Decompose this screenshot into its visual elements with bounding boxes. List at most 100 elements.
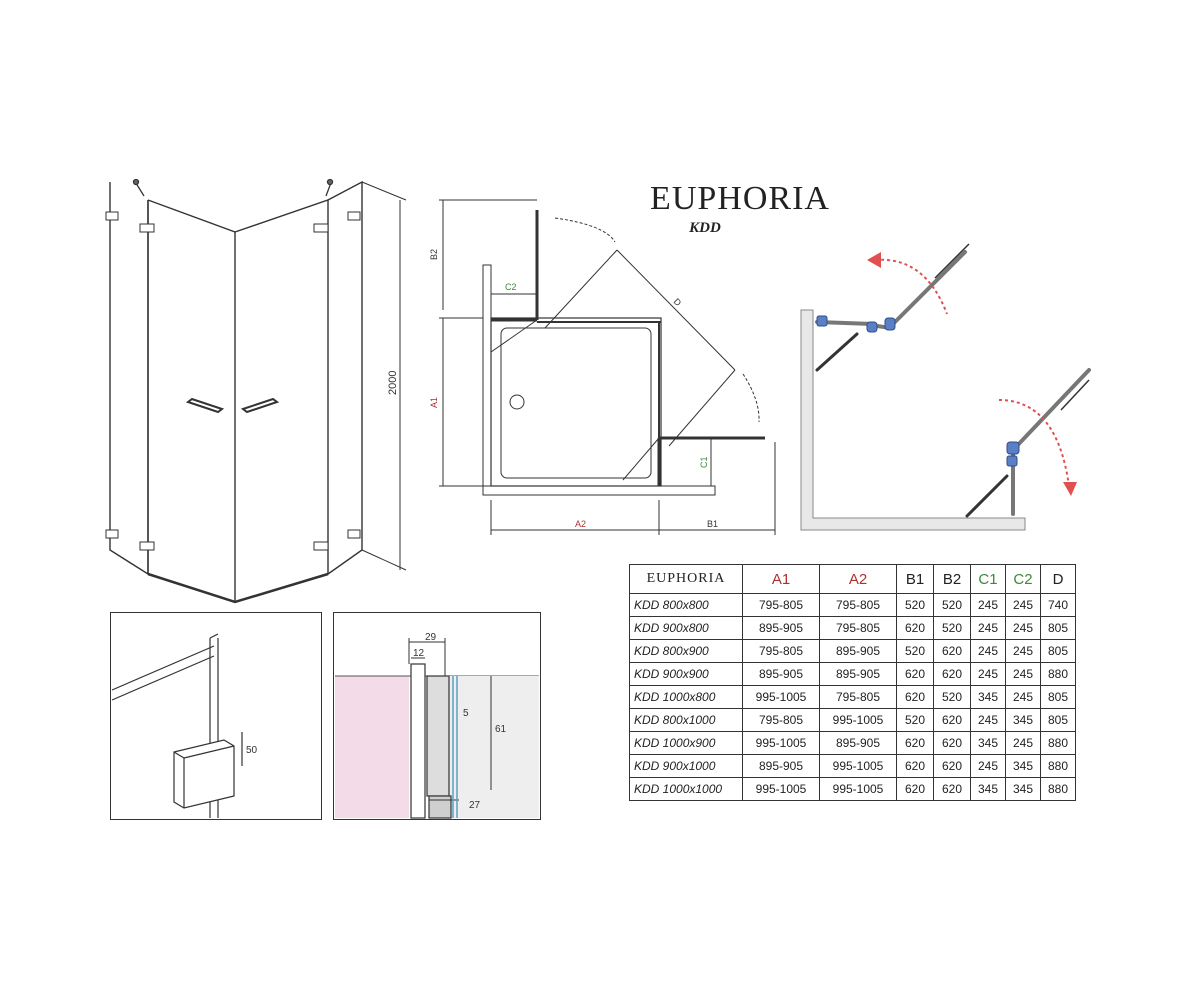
table-cell: 795-805 bbox=[819, 616, 897, 640]
table-cell: 520 bbox=[896, 708, 934, 732]
table-cell: 795-805 bbox=[819, 593, 897, 617]
col-header-d: D bbox=[1040, 564, 1076, 594]
table-cell: 880 bbox=[1040, 731, 1076, 755]
col-header-a1: A1 bbox=[742, 564, 820, 594]
col-header-b2: B2 bbox=[933, 564, 971, 594]
table-cell: 795-805 bbox=[742, 639, 820, 663]
table-cell: 245 bbox=[970, 708, 1006, 732]
table-cell: 895-905 bbox=[742, 662, 820, 686]
table-cell-model: KDD 1000x800 bbox=[629, 685, 743, 709]
table-cell: 880 bbox=[1040, 777, 1076, 801]
table-cell: 245 bbox=[970, 593, 1006, 617]
table-cell: 895-905 bbox=[819, 662, 897, 686]
plan-view-drawing: A1 A2 B2 B1 D C2 C1 bbox=[429, 199, 776, 535]
table-cell: 620 bbox=[933, 731, 971, 755]
table-cell: 245 bbox=[1005, 616, 1041, 640]
table-cell: 520 bbox=[896, 639, 934, 663]
product-subtitle: KDD bbox=[689, 220, 721, 236]
table-cell: 805 bbox=[1040, 616, 1076, 640]
table-cell-model: KDD 1000x1000 bbox=[629, 777, 743, 801]
col-header-b1: B1 bbox=[896, 564, 934, 594]
door-opening-diagram bbox=[800, 243, 1091, 531]
table-cell: 620 bbox=[933, 777, 971, 801]
table-cell-model: KDD 900x1000 bbox=[629, 754, 743, 778]
table-cell: 795-805 bbox=[742, 593, 820, 617]
table-cell: 620 bbox=[933, 754, 971, 778]
table-cell: 620 bbox=[933, 639, 971, 663]
table-cell: 805 bbox=[1040, 708, 1076, 732]
table-cell: 245 bbox=[1005, 731, 1041, 755]
table-cell: 520 bbox=[933, 616, 971, 640]
profile-dim-27-label: 27 bbox=[469, 800, 481, 811]
col-header-c2: C2 bbox=[1005, 564, 1041, 594]
table-cell: 805 bbox=[1040, 685, 1076, 709]
dimensions-table: EUPHORIA A1 A2 B1 B2 C1 C2 D KDD 800x800… bbox=[629, 564, 1076, 801]
table-cell-model: KDD 1000x900 bbox=[629, 731, 743, 755]
table-cell: 620 bbox=[933, 662, 971, 686]
table-cell: 995-1005 bbox=[742, 685, 820, 709]
table-cell: 805 bbox=[1040, 639, 1076, 663]
profile-dim-5-label: 5 bbox=[463, 708, 469, 719]
table-cell: 245 bbox=[1005, 685, 1041, 709]
table-cell: 345 bbox=[1005, 708, 1041, 732]
col-header-c1: C1 bbox=[970, 564, 1006, 594]
table-cell: 345 bbox=[970, 685, 1006, 709]
profile-dim-29-label: 29 bbox=[425, 632, 437, 643]
hinge-detail-drawing: 50 bbox=[110, 612, 322, 820]
table-cell: 520 bbox=[933, 593, 971, 617]
height-dimension-label: 2000 bbox=[387, 371, 399, 395]
table-cell: 995-1005 bbox=[742, 777, 820, 801]
table-cell: 620 bbox=[896, 685, 934, 709]
table-cell: 245 bbox=[1005, 662, 1041, 686]
table-cell-model: KDD 900x900 bbox=[629, 662, 743, 686]
dim-c2-label: C2 bbox=[505, 282, 517, 292]
table-cell: 520 bbox=[933, 685, 971, 709]
table-cell: 995-1005 bbox=[742, 731, 820, 755]
table-cell: 995-1005 bbox=[819, 754, 897, 778]
table-cell: 995-1005 bbox=[819, 777, 897, 801]
table-cell: 245 bbox=[970, 662, 1006, 686]
table-cell: 740 bbox=[1040, 593, 1076, 617]
table-header-row: EUPHORIA A1 A2 B1 B2 C1 C2 D bbox=[629, 564, 1076, 594]
dim-b2-label: B2 bbox=[429, 249, 439, 260]
table-cell: 345 bbox=[970, 777, 1006, 801]
table-cell: 895-905 bbox=[819, 639, 897, 663]
profile-section-drawing: 29 12 5 61 27 bbox=[333, 612, 541, 820]
table-cell: 245 bbox=[970, 754, 1006, 778]
table-cell: 345 bbox=[970, 731, 1006, 755]
table-cell: 620 bbox=[896, 616, 934, 640]
table-cell: 345 bbox=[1005, 777, 1041, 801]
table-cell: 620 bbox=[933, 708, 971, 732]
dim-b1-label: B1 bbox=[707, 519, 718, 529]
table-cell: 620 bbox=[896, 662, 934, 686]
table-cell: 995-1005 bbox=[819, 708, 897, 732]
table-cell: 245 bbox=[1005, 593, 1041, 617]
table-cell: 795-805 bbox=[819, 685, 897, 709]
table-cell: 520 bbox=[896, 593, 934, 617]
table-cell: 895-905 bbox=[819, 731, 897, 755]
col-header-model: EUPHORIA bbox=[629, 564, 743, 594]
profile-dim-61-label: 61 bbox=[495, 724, 507, 735]
dim-a1-label: A1 bbox=[429, 397, 439, 408]
table-cell: 620 bbox=[896, 754, 934, 778]
dim-d-label: D bbox=[672, 296, 684, 308]
dim-a2-label: A2 bbox=[575, 519, 586, 529]
table-cell: 795-805 bbox=[742, 708, 820, 732]
table-cell: 245 bbox=[1005, 639, 1041, 663]
table-cell-model: KDD 800x1000 bbox=[629, 708, 743, 732]
col-header-a2: A2 bbox=[819, 564, 897, 594]
table-cell: 620 bbox=[896, 777, 934, 801]
dim-c1-label: C1 bbox=[699, 456, 709, 468]
table-cell: 895-905 bbox=[742, 616, 820, 640]
table-cell: 245 bbox=[970, 639, 1006, 663]
table-cell: 880 bbox=[1040, 662, 1076, 686]
